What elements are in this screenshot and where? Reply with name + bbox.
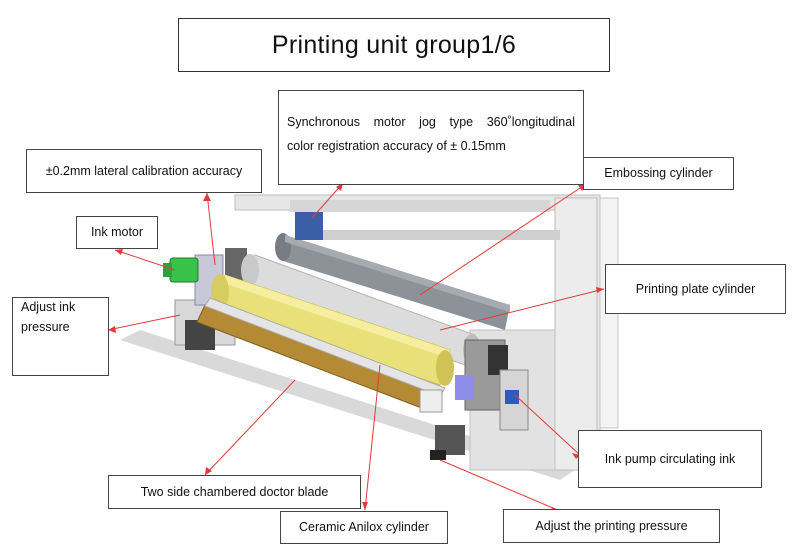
label-adjust-ink-pressure-line2: pressure <box>21 320 70 335</box>
label-ink-motor-text: Ink motor <box>90 225 144 240</box>
label-printing-plate-cylinder-text: Printing plate cylinder <box>635 281 756 296</box>
leader-embossing <box>419 183 587 296</box>
leader-plate <box>439 288 605 331</box>
right-control-block <box>430 339 529 460</box>
leader-ink-pump <box>514 394 581 456</box>
ink-motor-shape <box>163 257 199 283</box>
page-title: Printing unit group1/6 <box>178 18 610 72</box>
label-ink-pump-text: Ink pump circulating ink <box>604 451 736 466</box>
leader-anilox <box>364 364 381 511</box>
label-doctor-blade-text: Two side chambered doctor blade <box>140 484 329 499</box>
label-synchronous-motor-line1: Synchronous motor jog type 360˚longitudi… <box>287 115 575 129</box>
label-anilox-cylinder: Ceramic Anilox cylinder <box>280 511 448 544</box>
label-anilox-cylinder-text: Ceramic Anilox cylinder <box>299 520 429 535</box>
label-printing-pressure: Adjust the printing pressure <box>503 509 720 543</box>
leader-lines <box>107 182 605 512</box>
leader-lateral <box>206 192 216 266</box>
leader-ink-pressure <box>107 314 181 331</box>
label-printing-pressure-text: Adjust the printing pressure <box>535 518 688 533</box>
leader-doctor-blade <box>204 379 296 476</box>
label-embossing-cylinder-text: Embossing cylinder <box>604 166 713 181</box>
label-synchronous-motor: Synchronous motor jog type 360˚longitudi… <box>278 90 584 185</box>
label-lateral-accuracy: ±0.2mm lateral calibration accuracy <box>26 149 262 193</box>
label-printing-plate-cylinder: Printing plate cylinder <box>605 264 786 314</box>
doctor-blade-shape <box>196 297 446 413</box>
anilox-cylinder-shape <box>211 274 454 386</box>
leader-sync <box>311 182 344 219</box>
label-synchronous-motor-line2: color registration accuracy of ± 0.15mm <box>287 139 506 154</box>
label-embossing-cylinder: Embossing cylinder <box>583 157 734 190</box>
leader-ink-motor <box>114 249 176 271</box>
embossing-cylinder-shape <box>275 212 510 330</box>
label-ink-pump: Ink pump circulating ink <box>578 430 762 488</box>
label-doctor-blade: Two side chambered doctor blade <box>108 475 361 509</box>
leader-printing-pressure <box>439 459 561 512</box>
label-adjust-ink-pressure: Adjust ink pressure <box>12 297 109 376</box>
label-lateral-accuracy-text: ±0.2mm lateral calibration accuracy <box>45 163 243 178</box>
label-adjust-ink-pressure-line1: Adjust ink <box>21 300 76 314</box>
label-ink-motor: Ink motor <box>76 216 158 249</box>
